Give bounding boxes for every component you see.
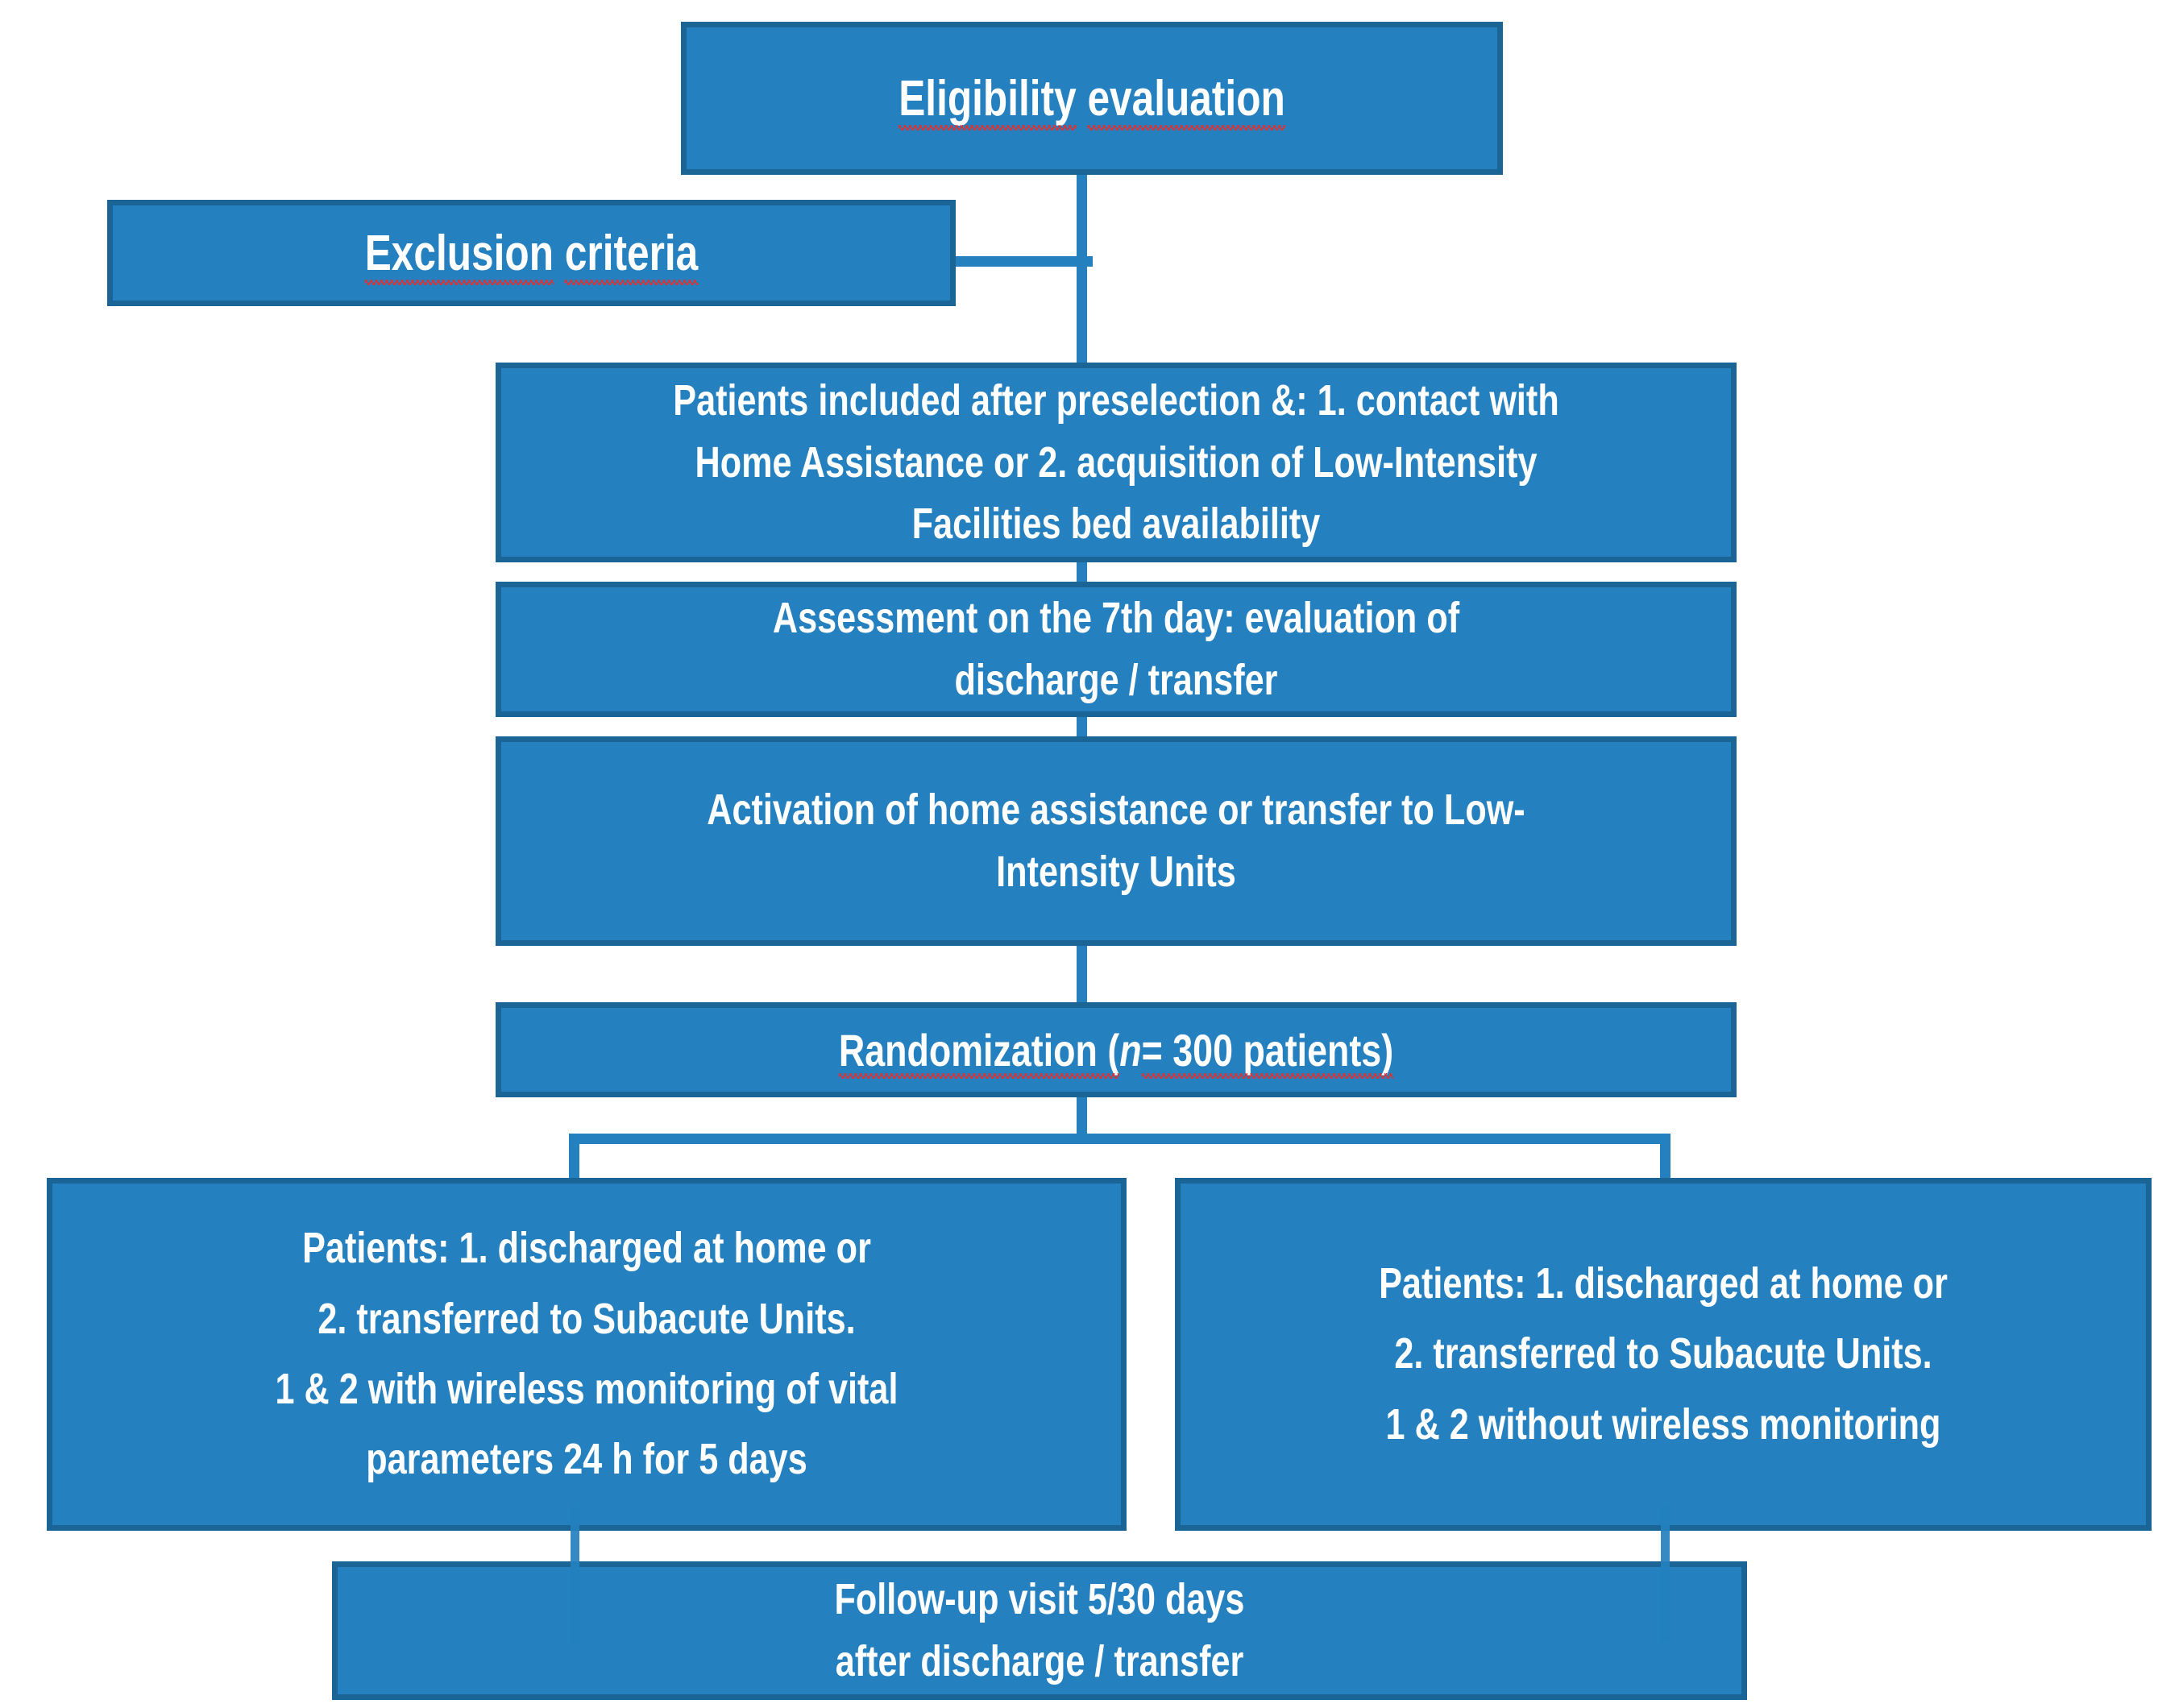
randomization-n-symbol: n: [1119, 1024, 1142, 1076]
node-arm-without-monitoring-label: Patients: 1. discharged at home or 2. tr…: [1379, 1258, 1948, 1449]
connector-exclusion-to-spine: [951, 256, 1093, 267]
node-activation-label: Activation of home assistance or transfe…: [707, 786, 1525, 896]
node-assessment-label: Assessment on the 7th day: evaluation of…: [772, 594, 1460, 704]
node-followup-label: Follow-up visit 5/30 days after discharg…: [834, 1575, 1245, 1685]
node-randomization[interactable]: Randomization (n = 300 patients): [496, 1002, 1737, 1097]
node-patients-included[interactable]: Patients included after preselection &: …: [496, 363, 1737, 562]
node-eligibility-label: Eligibility evaluation: [899, 70, 1285, 131]
node-exclusion-criteria[interactable]: Exclusion criteria: [107, 200, 956, 306]
connector-randomization-drop: [1077, 1092, 1087, 1139]
connector-activation-to-randomization: [1077, 941, 1087, 1005]
connector-included-to-assessment: [1077, 558, 1087, 583]
randomization-word: Randomization (: [838, 1024, 1120, 1080]
node-eligibility-evaluation[interactable]: Eligibility evaluation: [681, 22, 1503, 175]
node-assessment-day7[interactable]: Assessment on the 7th day: evaluation of…: [496, 582, 1737, 717]
connector-intervention-arm-to-followup: [571, 1507, 579, 1642]
node-randomization-label: Randomization (n = 300 patients): [625, 1024, 1608, 1080]
node-arm-with-monitoring[interactable]: Patients: 1. discharged at home or 2. tr…: [47, 1178, 1127, 1531]
randomization-suffix: = 300 patients): [1141, 1024, 1394, 1080]
connector-control-arm-to-followup: [1661, 1507, 1670, 1642]
connector-split-horizontal: [569, 1134, 1670, 1144]
node-followup-visit[interactable]: Follow-up visit 5/30 days after discharg…: [332, 1561, 1747, 1700]
node-exclusion-label: Exclusion criteria: [364, 225, 699, 285]
node-patients-included-label: Patients included after preselection &: …: [673, 375, 1559, 549]
node-activation-transfer[interactable]: Activation of home assistance or transfe…: [496, 736, 1737, 946]
node-arm-without-monitoring[interactable]: Patients: 1. discharged at home or 2. tr…: [1175, 1178, 2152, 1531]
connector-eligibility-to-included: [1077, 172, 1087, 366]
node-arm-with-monitoring-label: Patients: 1. discharged at home or 2. tr…: [275, 1224, 899, 1484]
connector-assessment-to-activation: [1077, 712, 1087, 738]
